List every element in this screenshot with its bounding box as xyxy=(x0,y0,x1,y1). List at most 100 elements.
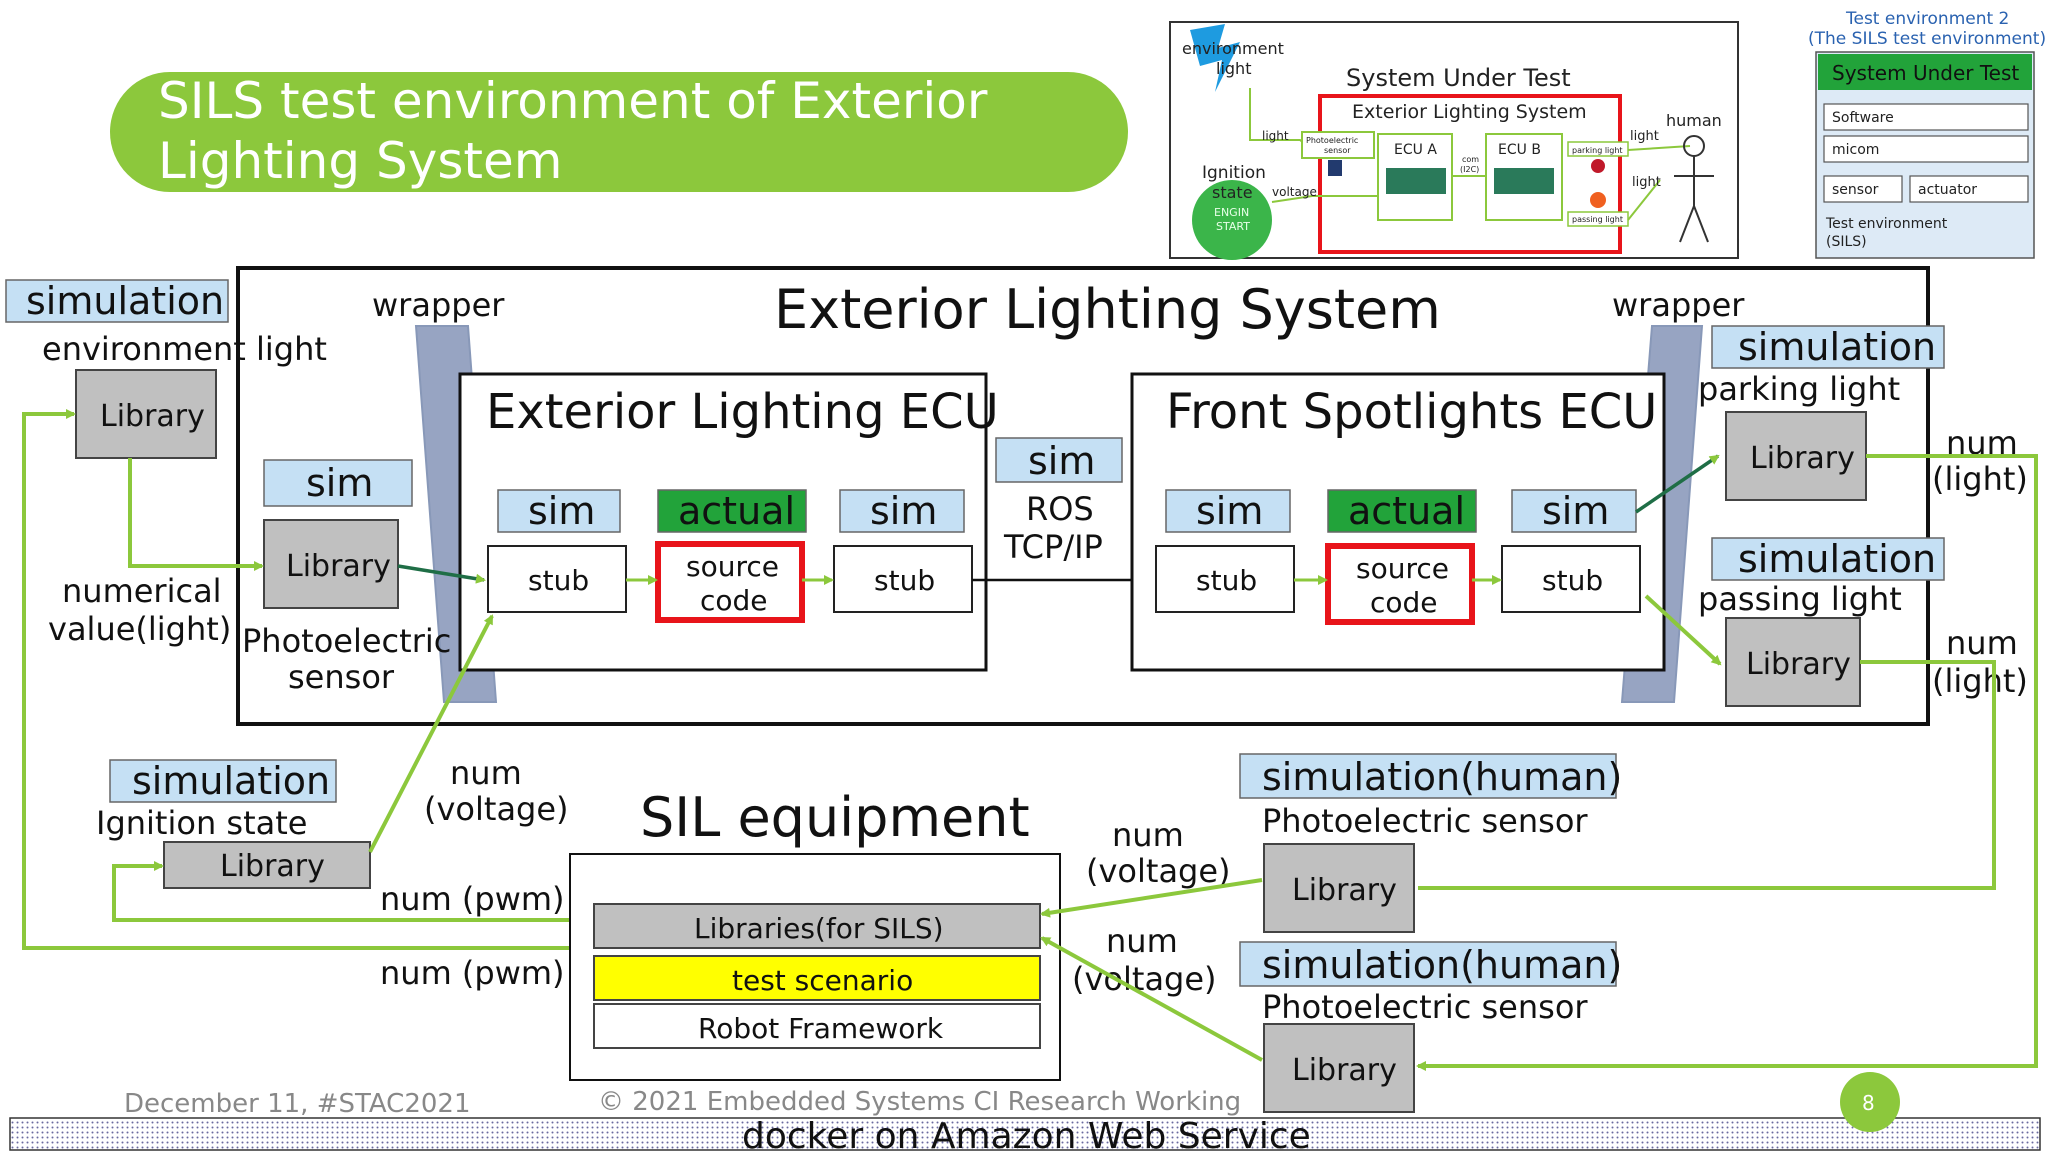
thumb-com-1: com xyxy=(1462,155,1479,164)
photo-sensor-label-1: Photoelectric sensor xyxy=(1262,802,1588,840)
thumb-photo-1: Photoelectric xyxy=(1306,136,1358,145)
num-voltage-left-voltage: (voltage) xyxy=(424,790,569,828)
sim-label-photo xyxy=(263,459,413,507)
simulation-label-env xyxy=(5,279,229,323)
num-voltage-left-num: num xyxy=(450,754,522,792)
source-code-left-line2: code xyxy=(700,584,768,617)
wrapper-left-label: wrapper xyxy=(372,286,505,324)
num-light-passing-num: num xyxy=(1946,624,2018,662)
library-parking-light-text: Library xyxy=(1750,441,1855,476)
simulation-human-label-1 xyxy=(1239,753,1617,799)
thumb-state: state xyxy=(1212,183,1253,202)
library-human-1-text: Library xyxy=(1292,873,1397,908)
sim-label-ros xyxy=(995,437,1123,483)
num-voltage-2-num: num xyxy=(1106,922,1178,960)
library-human-1 xyxy=(1263,843,1415,933)
library-ignition xyxy=(163,841,371,889)
library-environment-light-text: Library xyxy=(100,399,205,434)
actual-label-ecu-right xyxy=(1327,489,1477,533)
value-light-label: value(light) xyxy=(48,610,231,648)
simulation-human-text-2: simulation(human) xyxy=(1262,943,1622,987)
thumb-ignition: Ignition xyxy=(1202,163,1266,183)
stub-left-1-text: stub xyxy=(528,564,589,597)
thumb-engine: ENGIN xyxy=(1214,206,1249,219)
stub-right-1-text: stub xyxy=(1196,564,1257,597)
simulation-text-parking: simulation xyxy=(1738,325,1936,369)
num-light-passing-light: (light) xyxy=(1932,662,2028,700)
test-env-sils-1: Test environment xyxy=(1825,216,1948,232)
ecu-left-title: Exterior Lighting ECU xyxy=(486,384,999,440)
thumb-photo-2: sensor xyxy=(1324,146,1351,155)
simulation-text-ignition: simulation xyxy=(132,759,330,803)
parking-light-label: parking light xyxy=(1698,370,1900,408)
sim-label-ecu-right-1 xyxy=(1165,489,1291,533)
footer-date: December 11, #STAC2021 xyxy=(124,1089,471,1119)
thumb-light-label: light xyxy=(1262,129,1289,143)
photo-sensor-label-2: Photoelectric sensor xyxy=(1262,988,1588,1026)
passing-light-label: passing light xyxy=(1698,580,1902,618)
stub-right-1 xyxy=(1155,545,1295,613)
num-light-parking-light: (light) xyxy=(1932,460,2028,498)
simulation-text-passing: simulation xyxy=(1738,537,1936,581)
thumb-env-light-1: environment xyxy=(1182,39,1284,58)
simulation-label-parking xyxy=(1711,325,1945,369)
test-env-sils-2: (SILS) xyxy=(1826,234,1867,250)
lightning-icon xyxy=(1190,24,1240,92)
test-env-heading-1: Test environment 2 xyxy=(1845,9,2009,29)
thumb-ecu-b: ECU B xyxy=(1498,142,1541,158)
sim-text-photo: sim xyxy=(306,461,373,505)
thumb-passing: passing light xyxy=(1572,215,1623,224)
sil-equipment-title: SIL equipment xyxy=(640,786,1030,849)
page-number: 8 xyxy=(1862,1091,1875,1115)
actual-text-ecu-left: actual xyxy=(678,489,795,533)
source-code-right-line1: source xyxy=(1356,552,1449,585)
docker-bar xyxy=(9,1117,2041,1151)
photoelectric-label: Photoelectric xyxy=(242,622,451,660)
thumb-els-box xyxy=(1318,94,1622,254)
sim-text-ecu-left-1: sim xyxy=(528,489,595,533)
sut-thumbnail: environment light System Under Test Exte… xyxy=(1169,21,1739,260)
libraries-for-sils-text: Libraries(for SILS) xyxy=(694,912,944,945)
thumb-env-light-2: light xyxy=(1216,59,1251,78)
library-ignition-text: Library xyxy=(220,849,325,884)
thumb-parking: parking light xyxy=(1572,146,1623,155)
simulation-label-passing xyxy=(1711,537,1945,581)
test-env-actuator: actuator xyxy=(1918,182,1977,198)
thumb-light-right-2: light xyxy=(1632,175,1661,190)
ecu-b-board-icon xyxy=(1494,168,1554,194)
library-passing-light xyxy=(1725,617,1861,707)
sim-text-ecu-right-2: sim xyxy=(1542,489,1609,533)
environment-light-label: environment light xyxy=(42,330,327,368)
test-env-sut: System Under Test xyxy=(1832,61,2019,85)
tcpip-label: TCP/IP xyxy=(1003,528,1103,566)
robot-framework-text: Robot Framework xyxy=(698,1012,944,1045)
test-env-heading-2: (The SILS test environment) xyxy=(1808,29,2046,49)
source-code-left-line1: source xyxy=(686,550,779,583)
test-env-2-panel: Test environment 2 (The SILS test enviro… xyxy=(1808,9,2046,259)
sensor-label: sensor xyxy=(288,658,395,696)
sim-label-ecu-left-2 xyxy=(839,489,965,533)
thumb-start: START xyxy=(1216,220,1250,233)
library-photo-sensor-text: Library xyxy=(286,549,391,584)
num-pwm-label-1: num (pwm) xyxy=(380,880,565,918)
thumb-sut-title: System Under Test xyxy=(1346,64,1571,92)
test-env-micom: micom xyxy=(1832,142,1879,158)
page-number-badge xyxy=(1840,1072,1900,1132)
ecu-right-title: Front Spotlights ECU xyxy=(1166,384,1657,440)
sensor-chip-icon xyxy=(1328,160,1342,176)
thumb-com-2: (I2C) xyxy=(1460,165,1479,174)
library-parking-light xyxy=(1725,411,1867,501)
library-passing-light-text: Library xyxy=(1746,647,1851,682)
numerical-label: numerical xyxy=(62,572,222,610)
slide-title-line2: Lighting System xyxy=(158,132,562,190)
human-figure-icon xyxy=(1674,135,1714,243)
simulation-human-label-2 xyxy=(1239,941,1617,987)
stub-right-2 xyxy=(1501,545,1641,613)
thumb-human: human xyxy=(1666,111,1722,130)
sim-label-ecu-right-2 xyxy=(1511,489,1637,533)
simulation-label-ignition xyxy=(109,759,337,803)
library-human-2-text: Library xyxy=(1292,1053,1397,1088)
libraries-for-sils xyxy=(593,903,1041,949)
num-pwm-label-2: num (pwm) xyxy=(380,954,565,992)
